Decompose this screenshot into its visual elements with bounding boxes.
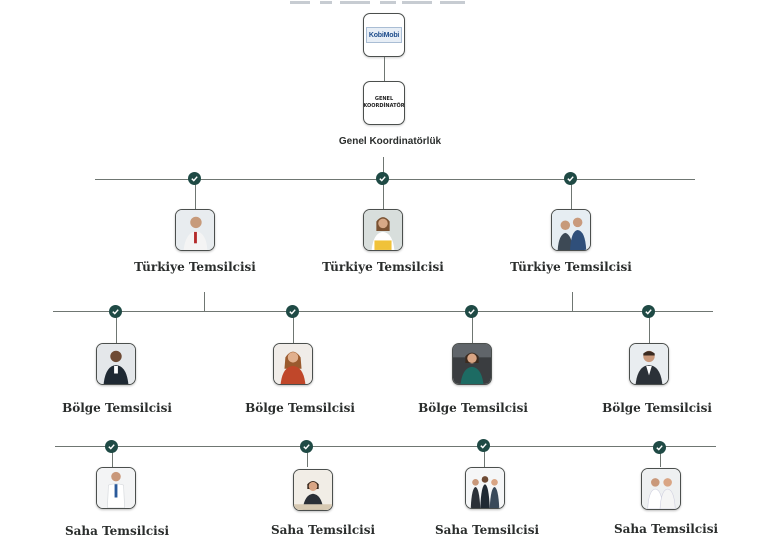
connector-line [571,179,572,209]
company-logo-text: KobiMobi [366,27,402,43]
connector-line [484,446,485,467]
region-rep-photo [452,343,492,385]
connector-line [293,311,294,343]
coordinator-card: GENEL KOORDİNATÖR [363,81,405,125]
field-rep-photo [641,468,681,510]
connector-line [204,292,205,311]
coordinator-label: Genel Koordinatörlük [338,136,442,147]
turkey-rep-label: Türkiye Temsilcisi [510,260,632,274]
check-icon [376,172,389,185]
turkey-rep-photo [175,209,215,251]
connector-line [383,157,384,179]
turkey-rep-label: Türkiye Temsilcisi [322,260,444,274]
field-rep-label: Saha Temsilcisi [434,523,540,537]
check-icon [564,172,577,185]
check-icon [653,441,666,454]
company-logo: KobiMobi [363,13,405,57]
region-rep-photo [273,343,313,385]
check-icon [300,440,313,453]
connector-line [384,57,385,81]
field-rep-label: Saha Temsilcisi [613,522,719,536]
field-rep-photo [96,467,136,509]
region-rep-label: Bölge Temsilcisi [62,401,172,415]
check-icon [642,305,655,318]
connector-line [383,179,384,209]
connector-line [112,446,113,467]
check-icon [188,172,201,185]
top-cut-decoration [290,0,470,4]
field-rep-label: Saha Temsilcisi [64,524,170,538]
field-rep-photo [465,467,505,509]
turkey-rep-label: Türkiye Temsilcisi [134,260,256,274]
coordinator-card-text: GENEL KOORDİNATÖR [363,96,405,109]
connector-line [660,446,661,467]
check-icon [286,305,299,318]
turkey-rep-photo [551,209,591,251]
check-icon [477,439,490,452]
check-icon [109,305,122,318]
turkey-rep-photo [363,209,403,251]
region-rep-label: Bölge Temsilcisi [602,401,712,415]
connector-line [195,179,196,209]
region-rep-label: Bölge Temsilcisi [245,401,355,415]
level2-bus-line [53,311,713,312]
region-rep-photo [96,343,136,385]
level1-bus-line [95,179,695,180]
connector-line [649,311,650,343]
connector-line [572,292,573,311]
connector-line [116,311,117,343]
connector-line [307,446,308,467]
field-rep-photo [293,469,333,511]
level3-bus-line [55,446,716,447]
region-rep-label: Bölge Temsilcisi [418,401,528,415]
check-icon [465,305,478,318]
field-rep-label: Saha Temsilcisi [270,523,376,537]
connector-line [472,311,473,343]
region-rep-photo [629,343,669,385]
check-icon [105,440,118,453]
